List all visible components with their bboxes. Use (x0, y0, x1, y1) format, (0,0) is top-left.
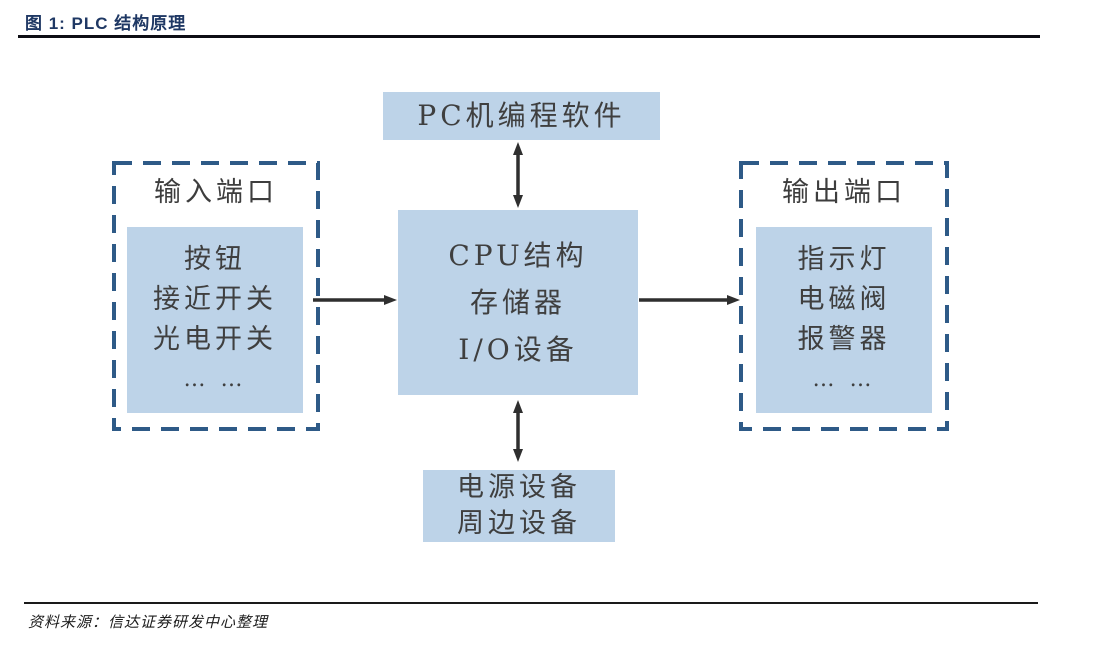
input-device-item: 按钮 (184, 244, 246, 275)
output-device-item: 电磁阀 (797, 284, 891, 315)
output-device-item: 报警器 (797, 324, 891, 355)
output-device-ellipsis: … … (812, 367, 876, 392)
output-device-item: 指示灯 (797, 244, 891, 275)
cpu-box-line: I/O设备 (458, 333, 578, 366)
power-box: 电源设备 周边设备 (423, 470, 615, 542)
output-devices-box: 指示灯 电磁阀 报警器 … … (756, 227, 932, 413)
input-device-ellipsis: … … (183, 367, 247, 392)
output-port-title: 输出端口 (782, 177, 906, 208)
input-port-title: 输入端口 (154, 177, 278, 208)
footer-divider (24, 602, 1038, 604)
power-box-line: 周边设备 (457, 508, 581, 539)
output-port-dashed-border (739, 161, 949, 431)
input-port-dashed-border (112, 161, 320, 431)
input-devices-box: 按钮 接近开关 光电开关 … … (127, 227, 303, 413)
cpu-box: CPU结构 存储器 I/O设备 (398, 210, 638, 395)
cpu-box-line: 存储器 (469, 286, 566, 319)
pc-software-label: PC机编程软件 (417, 99, 626, 132)
pc-software-box: PC机编程软件 (383, 92, 660, 140)
figure-title: 图 1: PLC 结构原理 (25, 14, 187, 33)
data-source-note: 资料来源：信达证券研发中心整理 (28, 613, 269, 631)
title-underline (18, 35, 1040, 38)
input-device-item: 接近开关 (153, 284, 277, 315)
power-box-line: 电源设备 (457, 472, 581, 503)
input-device-item: 光电开关 (153, 324, 277, 355)
cpu-box-line: CPU结构 (448, 239, 588, 272)
